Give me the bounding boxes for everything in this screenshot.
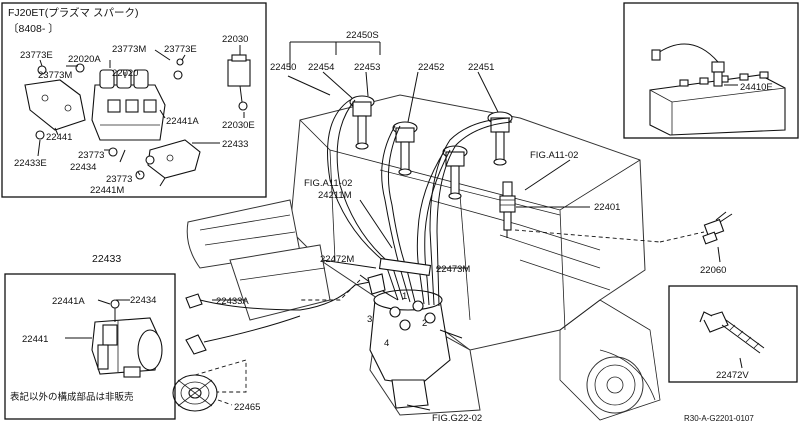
spark-plug-boots xyxy=(349,95,513,200)
bracket-22441 xyxy=(24,79,86,131)
label-22454: 22454 xyxy=(308,62,334,73)
label-22433E: 22433E xyxy=(14,158,47,169)
battery xyxy=(649,71,786,136)
spark-plug xyxy=(499,181,516,238)
label-22441-coil: 22441 xyxy=(22,334,48,345)
coil-box-heading: 22433 xyxy=(92,253,121,265)
ignition-wires xyxy=(327,99,513,307)
label-23773M-b: 23773M xyxy=(112,44,146,55)
battery-box xyxy=(623,2,799,139)
label-22465: 22465 xyxy=(234,402,260,413)
label-22433A: 22433A xyxy=(216,296,249,307)
variant-date: 〔8408- 〕 xyxy=(8,22,59,35)
label-22401: 22401 xyxy=(594,202,620,213)
label-fig-g22: FIG.G22-02 xyxy=(432,413,482,424)
label-22450: 22450 xyxy=(270,62,296,73)
label-23773E-b: 23773E xyxy=(164,44,197,55)
ignition-coil xyxy=(91,317,163,378)
variant-box xyxy=(1,2,267,198)
coil-pack-22020 xyxy=(91,69,166,141)
label-24410E: 24410E xyxy=(740,82,773,93)
label-22434-coil: 22434 xyxy=(130,295,156,306)
label-22030E: 22030E xyxy=(222,120,255,131)
variant-title: FJ20ET(プラズマ スパーク) xyxy=(8,6,138,19)
label-22450S: 22450S xyxy=(346,30,379,41)
label-22451: 22451 xyxy=(468,62,494,73)
labels: FJ20ET(プラズマ スパーク) 〔8408- 〕 23773E 23773M… xyxy=(8,6,773,424)
label-fig-a11-right: FIG.A11-02 xyxy=(530,150,578,161)
label-22452: 22452 xyxy=(418,62,444,73)
label-23773E-a: 23773E xyxy=(20,50,53,61)
sensor-22060 xyxy=(702,211,733,245)
label-22473M: 22473M xyxy=(436,264,470,275)
label-23773-a: 23773 xyxy=(78,150,104,161)
label-22020A: 22020A xyxy=(68,54,101,65)
firing-number-1: 1 xyxy=(402,291,407,302)
sensor-24410E xyxy=(651,43,738,87)
label-22030: 22030 xyxy=(222,34,248,45)
distributor xyxy=(369,289,463,409)
label-22433: 22433 xyxy=(222,139,248,150)
label-22441A-coil: 22441A xyxy=(52,296,85,307)
label-24211M: 24211M xyxy=(318,190,352,201)
firing-number-4: 4 xyxy=(384,338,389,349)
leader-lines xyxy=(194,41,721,411)
label-22441: 22441 xyxy=(46,132,72,143)
label-22020: 22020 xyxy=(112,68,138,79)
label-22472V: 22472V xyxy=(716,370,749,381)
firing-number-2: 2 xyxy=(422,318,427,329)
label-22060: 22060 xyxy=(700,265,726,276)
distributor-rotor-22465 xyxy=(172,374,218,412)
diagram-code: R30-A-G2201-0107 xyxy=(684,414,754,423)
label-23773-b: 23773 xyxy=(106,174,132,185)
label-22434: 22434 xyxy=(70,162,96,173)
harness-clip-22472V xyxy=(699,311,765,354)
label-22453: 22453 xyxy=(354,62,380,73)
clip-box xyxy=(668,285,798,383)
bracket-22441M xyxy=(147,139,201,179)
module-22030 xyxy=(227,54,251,111)
coil-lead-22433A xyxy=(185,273,386,355)
coil-box-note: 表記以外の構成部品は非販売 xyxy=(10,391,134,403)
label-fig-a11-mid: FIG.A11-02 xyxy=(304,178,352,189)
label-22472M: 22472M xyxy=(320,254,354,265)
label-22441M: 22441M xyxy=(90,185,124,196)
label-22441A: 22441A xyxy=(166,116,199,127)
label-23773M-a: 23773M xyxy=(38,70,72,81)
firing-number-3: 3 xyxy=(367,314,372,325)
coil-box xyxy=(4,273,176,420)
